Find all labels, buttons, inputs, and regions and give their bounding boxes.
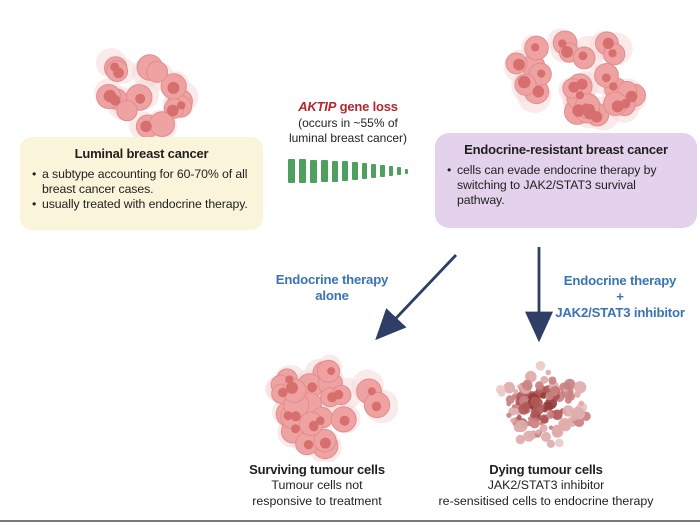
fading-bar: [321, 160, 328, 182]
resistant-box-bullet-1-text: cells can evade endocrine therapy by swi…: [457, 163, 657, 207]
dying-cells-title: Dying tumour cells: [489, 462, 603, 477]
luminal-box-bullet-2-text: usually treated with endocrine therapy.: [42, 197, 248, 211]
figure-bottom-border: [0, 520, 700, 522]
surviving-cells-sub2: responsive to treatment: [252, 493, 382, 508]
combined-therapy-label: Endocrine therapy + JAK2/STAT3 inhibitor: [542, 273, 698, 321]
endocrine-resistant-box: Endocrine-resistant breast cancer • cell…: [435, 133, 697, 228]
fading-bar: [299, 159, 306, 183]
fading-bar: [352, 162, 358, 180]
bullet-dot-icon: •: [32, 167, 37, 181]
fading-bar: [405, 168, 408, 174]
fading-bar: [310, 159, 317, 183]
dying-cells-sub1: JAK2/STAT3 inhibitor: [487, 478, 605, 492]
luminal-breast-cancer-box: Luminal breast cancer • a subtype accoun…: [20, 137, 263, 230]
luminal-box-bullet-2: • usually treated with endocrine therapy…: [32, 197, 251, 212]
fading-bar: [380, 165, 385, 177]
dying-tumour-cells-illustration: [495, 361, 591, 448]
right-pathway-plus: +: [616, 289, 624, 304]
surviving-cells-caption: Surviving tumour cells Tumour cells not …: [222, 462, 412, 509]
surviving-cells-title: Surviving tumour cells: [249, 462, 385, 477]
luminal-tumour-cells-illustration: [94, 48, 199, 142]
luminal-box-title: Luminal breast cancer: [74, 146, 209, 161]
luminal-box-bullet-1-text: a subtype accounting for 60-70% of all b…: [42, 167, 248, 196]
fading-bar: [389, 166, 393, 176]
fading-bar: [362, 163, 367, 179]
surviving-cells-sub1: Tumour cells not: [271, 478, 363, 492]
dying-cells-sub2: re-sensitised cells to endocrine therapy: [438, 493, 654, 508]
luminal-box-bullet-1: • a subtype accounting for 60-70% of all…: [32, 167, 251, 197]
surviving-tumour-cells-illustration: [265, 354, 398, 462]
gene-loss-subtitle-line2: luminal breast cancer): [288, 131, 408, 145]
endocrine-resistant-tumour-cells-illustration: [503, 28, 647, 131]
endocrine-therapy-alone-label: Endocrine therapy alone: [257, 272, 407, 304]
fading-bar: [332, 160, 338, 182]
right-pathway-line3: JAK2/STAT3 inhibitor: [555, 305, 685, 320]
gene-loss-title-suffix: gene loss: [336, 99, 398, 114]
left-pathway-line1: Endocrine therapy: [275, 272, 389, 287]
right-pathway-line1: Endocrine therapy: [563, 273, 677, 288]
resistant-box-bullet-1: • cells can evade endocrine therapy by s…: [447, 163, 685, 208]
fading-bar: [288, 159, 295, 183]
fading-bar: [397, 167, 401, 175]
aktip-gene-loss-annotation: AKTIP gene loss (occurs in ~55% of lumin…: [268, 99, 428, 184]
dying-cells-caption: Dying tumour cells JAK2/STAT3 inhibitor …: [412, 462, 680, 509]
fading-bars-arrow-icon: [268, 158, 428, 184]
gene-loss-subtitle: (occurs in ~55% of luminal breast cancer…: [268, 116, 428, 146]
bullet-dot-icon: •: [32, 197, 37, 211]
gene-loss-subtitle-line1: (occurs in ~55% of: [298, 116, 398, 130]
gene-loss-title: AKTIP gene loss: [268, 99, 428, 114]
fading-bar: [342, 161, 348, 181]
gene-name: AKTIP: [298, 99, 337, 114]
resistant-box-title: Endocrine-resistant breast cancer: [464, 142, 668, 157]
fading-bar: [371, 164, 376, 178]
left-pathway-line2: alone: [315, 288, 349, 303]
bullet-dot-icon: •: [447, 163, 452, 177]
